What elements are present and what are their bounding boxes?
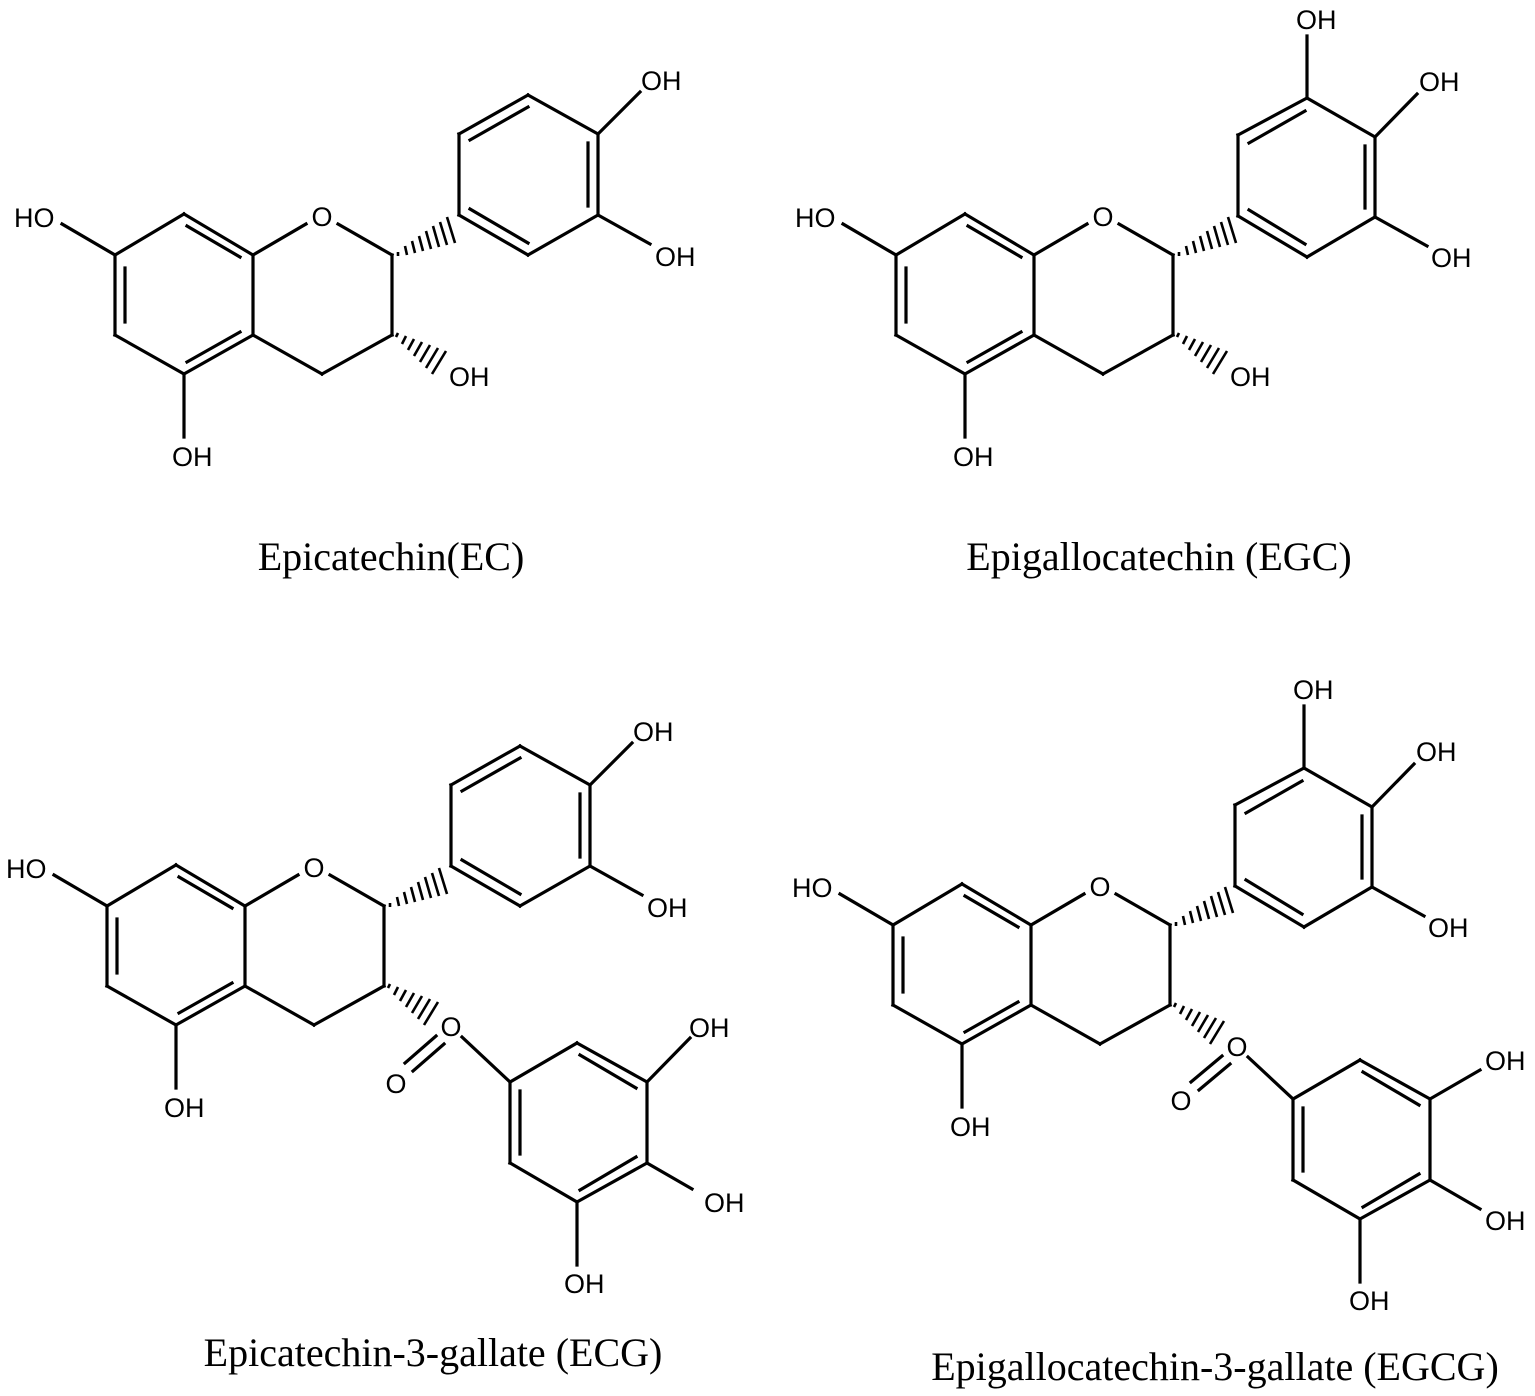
egc-5p-oh-label: OH [1296,5,1337,35]
egcg-gallate-ring [1188,1053,1483,1284]
egcg-gallate-3-oh-label: OH [1485,1046,1526,1076]
egcg-ester-oxygen: O [1226,1032,1247,1062]
egcg-core-rings [838,882,1235,1109]
egcg-gallate-5-oh-label: OH [1349,1286,1390,1316]
ecg-gallate-5-oh-label: OH [564,1269,605,1299]
ecg-5-oh-label: OH [164,1093,205,1123]
egc-b-ring [1236,34,1429,259]
ecg-gallate-4-oh-label: OH [704,1188,745,1218]
ecg-3p-oh-label: OH [647,893,688,923]
egc-5-oh-label: OH [953,442,994,472]
ecg-b-ring [449,741,644,908]
ec-3-oh-label: OH [449,362,490,392]
ecg-hashed-bond-ester [386,982,440,1027]
egcg-3p-oh-label: OH [1428,913,1469,943]
egcg-4p-oh-label: OH [1416,737,1457,767]
ec-b-ring [457,90,652,257]
ec-7-oh-label: HO [14,203,55,233]
egc-ring-oxygen: O [1092,202,1113,232]
molecule-egc: O HO OH OH OH OH OH Epigallocatechin (EG… [795,5,1472,579]
egcg-5-oh-label: OH [950,1112,991,1142]
ec-core-rings [60,212,457,439]
ecg-ester-oxygen: O [440,1012,461,1042]
ecg-7-oh-label: HO [6,854,47,884]
ecg-core-rings [52,863,449,1090]
ecg-caption: Epicatechin-3-gallate (ECG) [204,1330,663,1375]
molecule-ecg: O HO OH OH OH O O OH OH OH Epicatechin-3 [6,717,745,1375]
molecule-egcg: O HO OH OH OH OH O O OH OH OH Epigal [792,675,1526,1389]
egcg-gallate-4-oh-label: OH [1485,1206,1526,1236]
ec-4p-oh-label: OH [641,66,682,96]
egcg-7-oh-label: HO [792,873,833,903]
egc-4p-oh-label: OH [1419,67,1460,97]
ec-ring-oxygen: O [311,202,332,232]
egcg-carbonyl-oxygen: O [1170,1086,1191,1116]
ecg-gallate-ring [402,1033,695,1267]
ecg-carbonyl-oxygen: O [385,1069,406,1099]
egcg-b-ring [1233,704,1426,929]
egc-7-oh-label: HO [795,203,836,233]
ec-5-oh-label: OH [172,442,213,472]
egc-3p-oh-label: OH [1431,243,1472,273]
ecg-4p-oh-label: OH [633,717,674,747]
egcg-ring-oxygen: O [1089,872,1110,902]
egcg-caption: Epigallocatechin-3-gallate (EGCG) [931,1344,1499,1389]
egc-3-oh-label: OH [1230,362,1271,392]
ec-caption: Epicatechin(EC) [258,534,525,579]
egcg-5p-oh-label: OH [1293,675,1334,705]
egc-core-rings [841,212,1238,439]
ec-3p-oh-label: OH [655,242,696,272]
ecg-gallate-3-oh-label: OH [689,1013,730,1043]
egc-caption: Epigallocatechin (EGC) [966,534,1351,579]
egc-hashed-bond-3-oh [1175,331,1229,376]
ec-hashed-bond-3-oh [394,331,448,376]
egcg-hashed-bond-ester [1172,1001,1226,1046]
ecg-ring-oxygen: O [303,853,324,883]
molecule-ec: O HO OH OH OH OH Epicatechin(EC) [14,66,696,579]
